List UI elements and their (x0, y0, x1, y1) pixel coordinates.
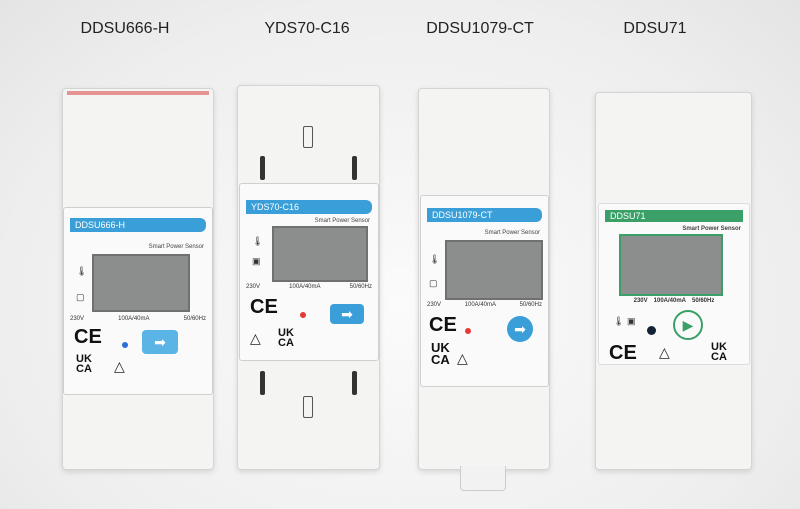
pulse-led (300, 312, 306, 318)
rcm-icon: △ (250, 330, 261, 346)
pulse-led (465, 328, 471, 334)
arrow-right-icon: ➡ (154, 333, 166, 350)
square-icon: ▢ (76, 292, 85, 302)
thermometer-icon: 🌡︎ (429, 254, 441, 264)
pulse-led (122, 342, 128, 348)
subtitle: Smart Power Sensor (682, 226, 741, 232)
voltage: 230V (427, 302, 442, 308)
subtitle: Smart Power Sensor (314, 218, 370, 224)
model-label: DDSU1079-CT (427, 208, 542, 222)
ce-mark: CE (74, 326, 102, 348)
arrow-button[interactable]: ➡ (142, 330, 178, 354)
arrow-button[interactable]: ➡ (507, 316, 533, 342)
spec-line: 230V 100A/40mA 50/60Hz (427, 302, 542, 308)
label-panel: DDSU1079-CT Smart Power Sensor 🌡︎ ▢ 230V… (420, 195, 549, 387)
voltage: 230V (633, 298, 648, 304)
frequency: 50/60Hz (692, 298, 715, 304)
thermometer-icon: 🌡︎ (613, 316, 625, 326)
arrow-right-icon: ➡ (514, 320, 526, 337)
model-label: DDSU71 (605, 210, 743, 222)
subtitle: Smart Power Sensor (148, 244, 204, 250)
current: 100A/40mA (289, 284, 321, 290)
din-clip-tab (460, 466, 506, 491)
lcd-display (619, 234, 723, 296)
pulse-led (647, 326, 656, 335)
play-icon: ▶ (682, 316, 694, 333)
current: 100A/40mA (464, 302, 496, 308)
label-panel: YDS70-C16 Smart Power Sensor 🌡︎ ▣ 230V 10… (239, 183, 379, 361)
label-panel: DDSU71 Smart Power Sensor 230V 100A/40mA 5… (598, 203, 750, 365)
thermometer-icon: 🌡︎ (76, 266, 88, 276)
thermometer-icon: 🌡︎ (252, 236, 264, 246)
rail-slot (352, 156, 357, 180)
square-icon: ▢ (429, 278, 438, 288)
meter-ddsu1079-ct: DDSU1079-CT Smart Power Sensor 🌡︎ ▢ 230V… (418, 88, 550, 470)
current: 100A/40mA (118, 316, 150, 322)
lcd-display (92, 254, 190, 312)
frequency: 50/60Hz (183, 316, 206, 322)
play-button[interactable]: ▶ (673, 310, 703, 340)
rcm-icon: △ (114, 358, 125, 374)
square-icon: ▣ (252, 256, 261, 266)
top-edge (67, 91, 209, 95)
model-label: DDSU666-H (70, 218, 206, 232)
arrow-button[interactable]: ➡ (330, 304, 364, 324)
rail-slot (352, 371, 357, 395)
clip-handle (303, 126, 313, 148)
product-title: DDSU666-H (80, 20, 170, 37)
product-title: DDSU71 (623, 20, 687, 37)
subtitle: Smart Power Sensor (484, 230, 540, 236)
frequency: 50/60Hz (349, 284, 372, 290)
voltage: 230V (246, 284, 261, 290)
ce-mark: CE (250, 296, 278, 318)
meter-ddsu666-h: DDSU666-H Smart Power Sensor 🌡︎ ▢ 230V 10… (62, 88, 214, 470)
spec-line: 230V 100A/40mA 50/60Hz (246, 284, 372, 290)
clip-handle (303, 396, 313, 418)
rcm-icon: △ (457, 350, 468, 366)
rail-slot (260, 156, 265, 180)
lcd-display (445, 240, 543, 300)
model-label: YDS70-C16 (246, 200, 372, 214)
product-title: YDS70-C16 (264, 20, 350, 37)
rcm-icon: △ (659, 344, 670, 360)
voltage: 230V (70, 316, 85, 322)
spec-line: 230V 100A/40mA 50/60Hz (70, 316, 206, 322)
product-title: DDSU1079-CT (426, 20, 534, 37)
meter-yds70-c16: YDS70-C16 Smart Power Sensor 🌡︎ ▣ 230V 10… (237, 85, 380, 470)
square-icon: ▣ (627, 316, 636, 326)
arrow-right-icon: ➡ (341, 305, 353, 322)
rail-slot (260, 371, 265, 395)
frequency: 50/60Hz (519, 302, 542, 308)
spec-line: 230V 100A/40mA 50/60Hz (605, 298, 743, 304)
ce-mark: CE (429, 314, 457, 336)
label-panel: DDSU666-H Smart Power Sensor 🌡︎ ▢ 230V 10… (63, 207, 213, 395)
current: 100A/40mA (653, 298, 686, 304)
ce-mark: CE (609, 342, 637, 364)
meter-ddsu71: DDSU71 Smart Power Sensor 230V 100A/40mA 5… (595, 92, 752, 470)
lcd-display (272, 226, 368, 282)
